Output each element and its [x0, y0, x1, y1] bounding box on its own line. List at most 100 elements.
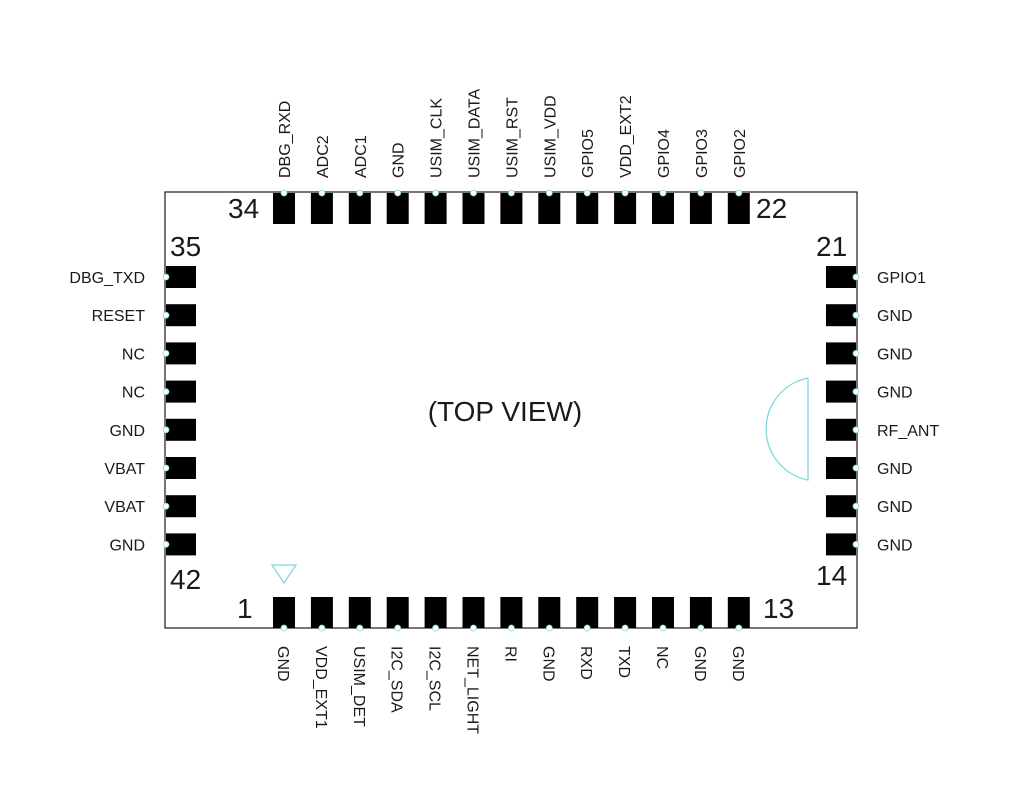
pad-dot-right-15 [852, 502, 860, 510]
pad-top-25 [614, 193, 637, 224]
pad-dot-left-38 [162, 388, 170, 396]
pad-right-21 [826, 266, 856, 288]
pin-label-bottom-4: I2C_SDA [388, 646, 405, 713]
pad-right-15 [826, 495, 856, 518]
pin-label-left-38: NC [122, 385, 145, 402]
pin-label-bottom-6: NET_LIGHT [464, 646, 481, 734]
pad-dot-left-42 [162, 541, 170, 548]
pad-dot-right-19 [852, 349, 860, 357]
pad-dot-right-14 [852, 541, 860, 548]
pad-bottom-8 [538, 597, 561, 628]
pad-dot-bottom-9 [583, 624, 591, 632]
pad-dot-top-31 [394, 189, 402, 197]
pad-dot-top-24 [659, 189, 667, 197]
pin-label-left-35: DBG_TXD [69, 270, 145, 287]
pad-dot-top-34 [280, 189, 288, 197]
pin-number-42: 42 [170, 564, 201, 595]
pad-bottom-10 [614, 597, 637, 628]
pin-label-right-17: RF_ANT [877, 423, 939, 440]
pad-top-24 [652, 193, 674, 224]
pad-bottom-5 [424, 597, 447, 628]
pin-label-right-15: GND [877, 499, 913, 516]
pad-bottom-3 [348, 597, 371, 628]
pin-number-21: 21 [816, 231, 847, 262]
pad-top-32 [348, 193, 371, 224]
pin-label-bottom-2: VDD_EXT1 [312, 646, 329, 729]
pad-right-18 [826, 380, 856, 403]
pad-top-23 [689, 193, 712, 224]
pad-dot-top-33 [318, 189, 326, 197]
pad-top-30 [424, 193, 447, 224]
pad-dot-bottom-8 [545, 624, 553, 632]
pin-label-left-37: NC [122, 346, 145, 363]
pin-label-bottom-11: NC [653, 646, 670, 669]
pin-label-right-14: GND [877, 537, 913, 554]
pad-dot-bottom-12 [697, 624, 705, 632]
pin-label-left-42: GND [109, 537, 145, 554]
pad-bottom-2 [310, 597, 333, 628]
pad-dot-right-18 [852, 388, 860, 396]
pin-label-top-24: GPIO4 [656, 129, 673, 178]
pin-label-right-18: GND [877, 385, 913, 402]
pin-label-left-39: GND [109, 423, 145, 440]
pad-bottom-11 [652, 597, 674, 628]
pad-dot-top-28 [507, 189, 515, 197]
pad-dot-bottom-6 [470, 624, 477, 632]
pad-dot-right-17 [852, 426, 860, 434]
pad-dot-top-30 [432, 189, 440, 197]
pad-dot-bottom-4 [394, 624, 402, 632]
pin-number-34: 34 [228, 193, 259, 224]
pin-label-bottom-7: RI [501, 646, 518, 662]
pad-dot-top-32 [356, 189, 364, 197]
pin-label-right-20: GND [877, 308, 913, 325]
pad-dot-top-22 [735, 189, 743, 197]
top-pads: GPIO2GPIO3GPIO4VDD_EXT2GPIO5USIM_VDDUSIM… [273, 88, 750, 224]
pin-number-13: 13 [763, 593, 794, 624]
pad-dot-bottom-3 [356, 624, 364, 632]
pad-dot-bottom-7 [507, 624, 515, 632]
pin-label-top-23: GPIO3 [694, 129, 711, 178]
pad-dot-bottom-11 [659, 624, 667, 632]
pad-dot-left-37 [162, 349, 170, 357]
pad-bottom-1 [273, 597, 295, 628]
pin-label-top-28: USIM_RST [504, 97, 521, 178]
pad-bottom-12 [689, 597, 712, 628]
pad-dot-bottom-5 [432, 624, 440, 632]
pin-label-bottom-1: GND [274, 646, 291, 682]
pad-top-28 [500, 193, 523, 224]
pad-dot-left-40 [162, 464, 170, 472]
pin-label-left-41: VBAT [104, 499, 145, 516]
pin-label-bottom-3: USIM_DET [350, 646, 367, 727]
pad-top-26 [576, 193, 599, 224]
pad-top-33 [310, 193, 333, 224]
pad-dot-top-27 [545, 189, 553, 197]
pad-dot-right-21 [852, 273, 860, 281]
pad-dot-top-23 [697, 189, 705, 197]
pad-left-40 [166, 457, 196, 479]
pad-left-36 [166, 304, 196, 327]
pin-number-14: 14 [816, 560, 847, 591]
pin-label-top-34: DBG_RXD [277, 101, 294, 178]
pad-dot-right-20 [852, 311, 860, 319]
pad-left-37 [166, 342, 196, 365]
pin-label-bottom-9: RXD [577, 646, 594, 680]
pad-bottom-7 [500, 597, 523, 628]
pad-dot-right-16 [852, 464, 860, 472]
pin-label-top-27: USIM_VDD [542, 95, 559, 178]
pin-number-22: 22 [756, 193, 787, 224]
pin-label-right-16: GND [877, 461, 913, 478]
pad-left-41 [166, 495, 196, 518]
pad-left-42 [166, 533, 196, 556]
pad-dot-left-35 [162, 273, 170, 281]
pad-right-17 [826, 418, 856, 441]
pin-label-bottom-8: GND [539, 646, 556, 682]
triangle-marker-icon [270, 564, 298, 585]
pin-label-top-31: GND [391, 142, 408, 178]
pin-label-top-30: USIM_CLK [429, 98, 446, 178]
pin-label-top-29: USIM_DATA [467, 88, 484, 178]
pad-top-27 [538, 193, 561, 224]
pin-number-1: 1 [237, 593, 253, 624]
pin-label-bottom-12: GND [691, 646, 708, 682]
pad-dot-left-39 [162, 426, 170, 434]
pin-label-right-21: GPIO1 [877, 270, 926, 287]
